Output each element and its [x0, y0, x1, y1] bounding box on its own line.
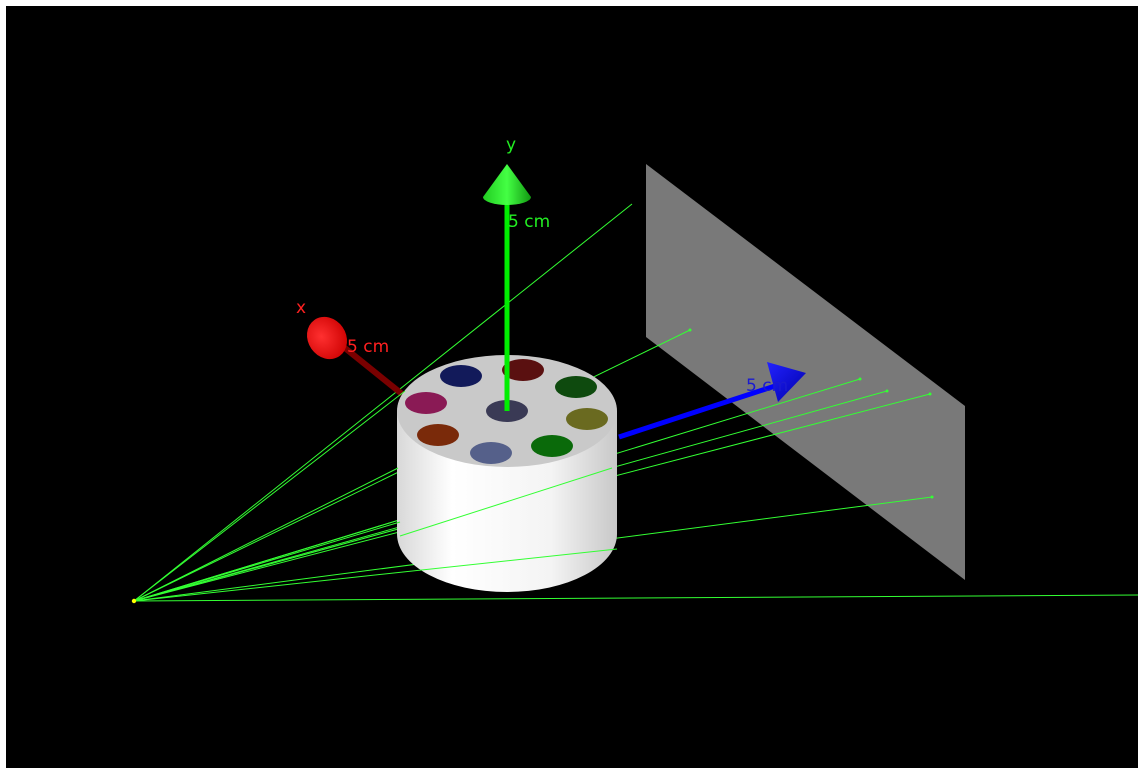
rod-hole-slate-blue [470, 442, 512, 464]
scene-canvas[interactable]: x 5 cm [6, 6, 1138, 768]
z-axis-shaft [618, 382, 779, 440]
hit-marker [930, 495, 934, 499]
hit-marker [858, 377, 862, 381]
ray-fan-back [133, 203, 1138, 602]
detector-plane[interactable] [646, 164, 965, 580]
ray [133, 203, 633, 602]
rod-hole-navy [440, 365, 482, 387]
rod-holes [405, 359, 608, 464]
ray [133, 521, 401, 602]
3d-viewport[interactable]: x 5 cm [6, 6, 1138, 768]
x-axis-arrowhead [306, 316, 348, 360]
ray-hit-markers [688, 328, 934, 499]
y-axis[interactable]: y 5 cm [483, 135, 550, 411]
ray [133, 467, 399, 602]
rod-hole-dark-red [502, 359, 544, 381]
z-axis-arrowhead [767, 362, 806, 402]
x-axis-label: x [296, 298, 306, 318]
y-axis-label: y [506, 135, 516, 155]
rod-hole-magenta [405, 392, 447, 414]
ray [133, 390, 406, 602]
ray-fan-front [133, 390, 618, 602]
hit-marker [688, 328, 692, 332]
ray [133, 594, 1138, 602]
rod-hole-olive [566, 408, 608, 430]
y-axis-arrowhead [483, 164, 531, 205]
rod-hole-dark-green [555, 376, 597, 398]
y-axis-length-label: 5 cm [508, 212, 550, 232]
hit-marker [928, 392, 932, 396]
cylinder-phantom[interactable] [397, 355, 617, 592]
x-axis[interactable]: x 5 cm [296, 298, 404, 397]
z-axis[interactable]: 5 cm [618, 362, 806, 440]
x-ray-source-point[interactable] [131, 598, 137, 604]
ray [399, 467, 613, 537]
x-axis-length-label: 5 cm [347, 337, 389, 357]
rod-hole-green [531, 435, 573, 457]
hit-marker [885, 389, 889, 393]
ray [133, 548, 618, 602]
z-axis-length-label: 5 cm [746, 376, 788, 396]
rod-hole-rust [417, 424, 459, 446]
